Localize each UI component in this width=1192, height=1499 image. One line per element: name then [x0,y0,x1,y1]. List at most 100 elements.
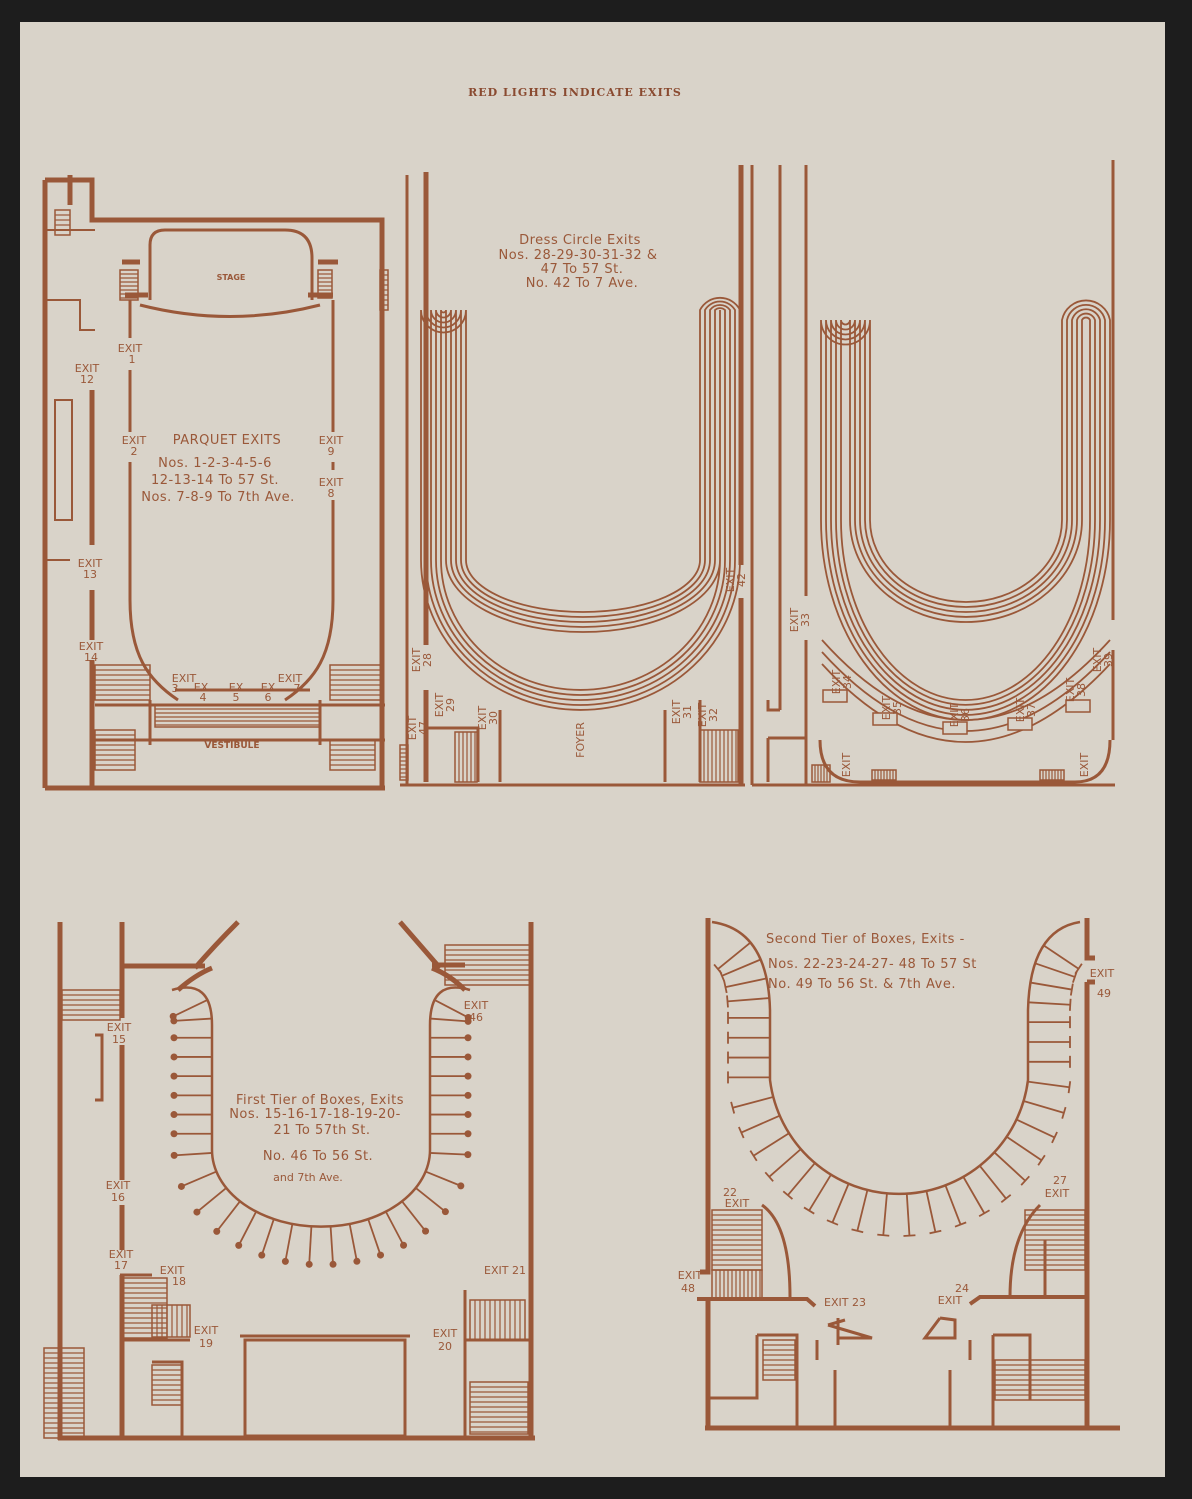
second-tier-plan: Second Tier of Boxes, Exits - Nos. 22-23… [678,918,1120,1431]
stair-outline [454,731,478,783]
stair-outline [699,729,739,783]
parquet-line-3: Nos. 7-8-9 To 7th Ave. [141,490,295,505]
box-seat [170,1151,178,1159]
box-partition [944,1185,962,1225]
first-tier-line-4: and 7th Ave. [273,1171,343,1184]
exit-word: EXIT [830,669,843,694]
exit-28-label: EXIT28 [410,647,434,672]
exit-word: EXIT [464,999,489,1012]
box-partition [181,1170,217,1188]
exit-number: 27 [1053,1174,1067,1187]
dress-circle-line-2: 47 To 57 St. [541,262,624,277]
proscenium-curves [176,920,467,992]
outer-wall [57,922,535,1441]
exit-number: 9 [328,445,335,458]
first-tier-plan: First Tier of Boxes, Exits Nos. 15-16-17… [57,920,535,1441]
box-partition [1043,944,1080,970]
box-partition [415,1187,446,1213]
box-seat [464,1053,472,1061]
stair-outline [54,209,71,236]
exit-number: 29 [444,698,457,712]
exit-21-label: EXIT 21 [484,1264,526,1277]
box-partition [962,1176,986,1214]
exit-word: EXIT [109,1248,134,1261]
exit-number: 36 [959,708,972,722]
exit-word: EXIT [476,705,489,730]
box-door [1061,1106,1067,1119]
exit-doorway [942,721,968,735]
stair-outline [317,269,333,299]
dress-circle-title: Dress Circle Exits [519,233,641,248]
exit-word: EXIT [410,647,423,672]
box-partition [237,1211,257,1246]
exit-36-label: EXIT36 [948,702,972,727]
seating-row [830,308,1101,711]
stair-outline [154,704,321,728]
box-seat [377,1251,385,1259]
exit-number: 46 [469,1011,483,1024]
box-door [1068,998,1072,1011]
box-partition [740,1114,781,1134]
box-partition [173,1017,212,1022]
box-partition [425,1170,462,1187]
seating-row [840,316,1091,701]
exit-number: 42 [735,573,748,587]
exit-30-label: EXIT30 [476,705,500,730]
exit-rear-right-label: EXIT [1078,752,1091,777]
box-partition [348,1223,358,1262]
stair-room [766,700,806,782]
box-seat [281,1257,289,1265]
seating-row [435,307,726,696]
exit-number: 47 [417,721,430,735]
foyer-label: FOYER [574,722,587,758]
box-partition [905,1193,911,1236]
exit-number: 3 [172,682,179,695]
box-door [877,1233,890,1237]
exit-47-label: EXIT47 [406,715,430,740]
exit-number: 32 [707,708,720,722]
seating-row [420,296,741,711]
exit-number: 31 [681,705,694,719]
box-partition [1016,1118,1055,1139]
exit-word: EXIT [172,672,197,685]
exit-number: 33 [799,613,812,627]
box-door [730,1101,736,1114]
first-tier-title: First Tier of Boxes, Exits [236,1093,404,1108]
first-tier-boxes [169,999,472,1268]
exit-number: 37 [1025,703,1038,717]
exit-number: 35 [891,701,904,715]
box-door [1051,1131,1058,1144]
box-partition [831,1183,850,1223]
box-seat [464,1014,472,1022]
page-header: RED LIGHTS INDICATE EXITS [468,86,682,99]
stair-outline [94,664,151,701]
box-seat [464,1151,472,1159]
box-partition [979,1165,1007,1200]
box-partition [1034,962,1076,978]
box-door [738,1126,745,1139]
exit-35-label: EXIT35 [880,695,904,720]
box-partition [1023,1100,1065,1114]
box-seat [177,1182,185,1190]
box-partition [1027,1080,1070,1089]
exit-number: 19 [199,1337,213,1350]
exit-number: 8 [328,487,335,500]
box-seat [464,1091,472,1099]
exit-word: EXIT [118,342,143,355]
outer-wall [750,160,1115,787]
exit-word: EXIT [788,607,801,632]
